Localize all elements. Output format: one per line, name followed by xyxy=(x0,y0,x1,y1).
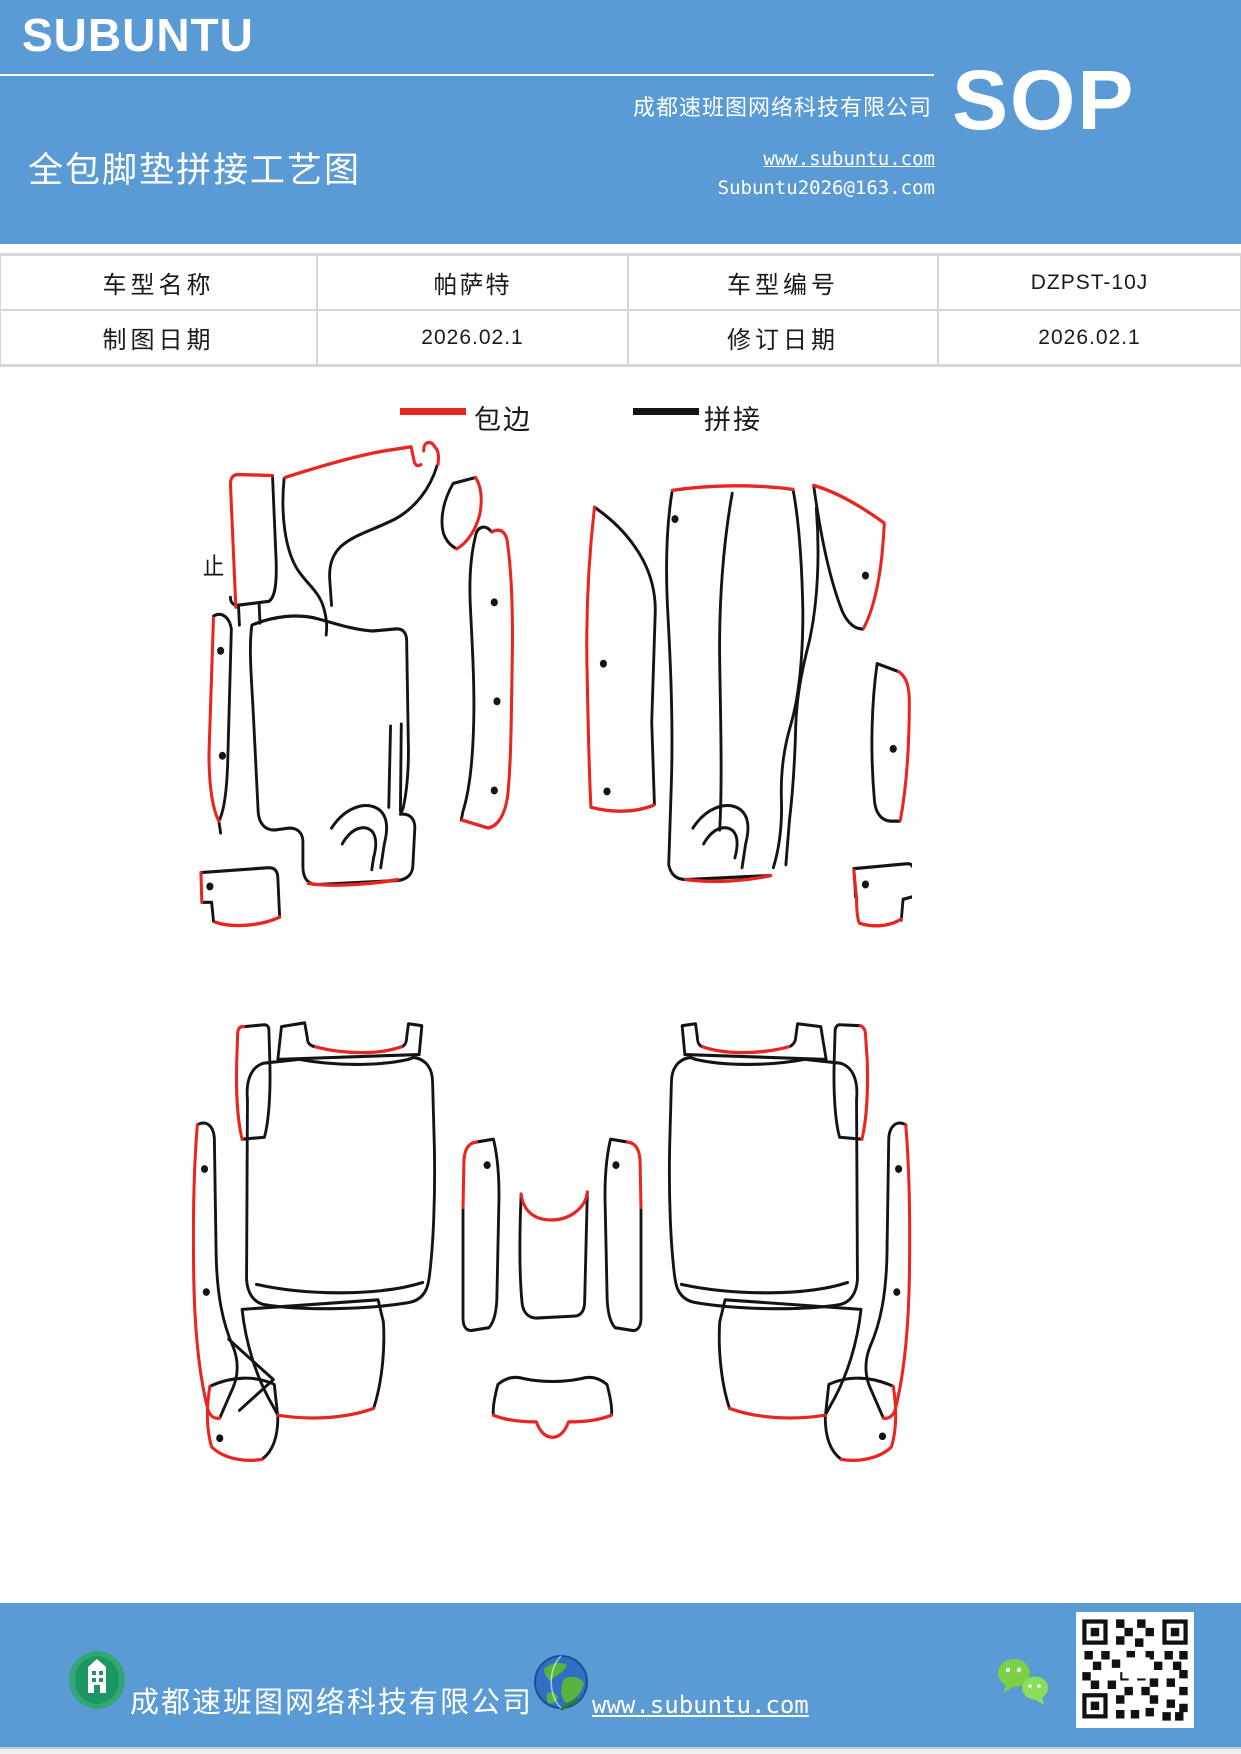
rear-alignment-dots xyxy=(200,1161,903,1443)
legend-edge-label: 包边 xyxy=(474,405,532,435)
header-company-name: 成都速班图网络科技有限公司 xyxy=(632,95,932,120)
draw-date-label: 制图日期 xyxy=(0,310,317,365)
header-banner: SUBUNTU 成都速班图网络科技有限公司 SOP 全包脚垫拼接工艺图 www.… xyxy=(0,0,1241,244)
stop-mark: 止 xyxy=(203,554,224,580)
info-table: 车型名称 帕萨特 车型编号 DZPST-10J 制图日期 2026.02.1 修… xyxy=(0,253,1241,367)
header-website-link[interactable]: www.subuntu.com xyxy=(763,148,935,170)
legend-edge-swatch xyxy=(400,408,466,415)
header-divider xyxy=(0,74,934,76)
globe-icon xyxy=(534,1655,588,1711)
front-alignment-dots xyxy=(206,515,897,891)
footer-banner: 成都速班图网络科技有限公司 www.subuntu.com xyxy=(0,1603,1241,1747)
legend-splice-label: 拼接 xyxy=(704,405,762,435)
front-edge-lines xyxy=(199,440,911,928)
wechat-icon xyxy=(998,1659,1048,1705)
model-name-label: 车型名称 xyxy=(0,255,317,310)
sop-badge: SOP xyxy=(952,53,1136,147)
rear-edge-lines xyxy=(192,1024,912,1462)
model-code-label: 车型编号 xyxy=(628,255,938,310)
brand-logo: SUBUNTU xyxy=(22,9,254,61)
rear-splice-lines xyxy=(195,1021,908,1461)
revision-date-label: 修订日期 xyxy=(628,310,938,365)
front-mats-diagram: 止 xyxy=(199,440,912,928)
page-bottom-edge xyxy=(0,1747,1241,1754)
page-title: 全包脚垫拼接工艺图 xyxy=(28,151,362,190)
draw-date-value: 2026.02.1 xyxy=(317,310,628,365)
footer-website-link[interactable]: www.subuntu.com xyxy=(592,1691,809,1719)
revision-date-value: 2026.02.1 xyxy=(938,310,1241,365)
footer-company-name: 成都速班图网络科技有限公司 xyxy=(130,1687,534,1719)
front-splice-lines xyxy=(199,464,912,923)
rear-mats-diagram xyxy=(192,1021,912,1462)
qr-code xyxy=(1076,1612,1194,1728)
model-name-value: 帕萨特 xyxy=(317,255,628,310)
legend-splice-swatch xyxy=(633,408,699,415)
model-code-value: DZPST-10J xyxy=(938,255,1241,310)
building-icon xyxy=(69,1651,125,1709)
header-email-text: Subuntu2026@163.com xyxy=(717,177,935,199)
